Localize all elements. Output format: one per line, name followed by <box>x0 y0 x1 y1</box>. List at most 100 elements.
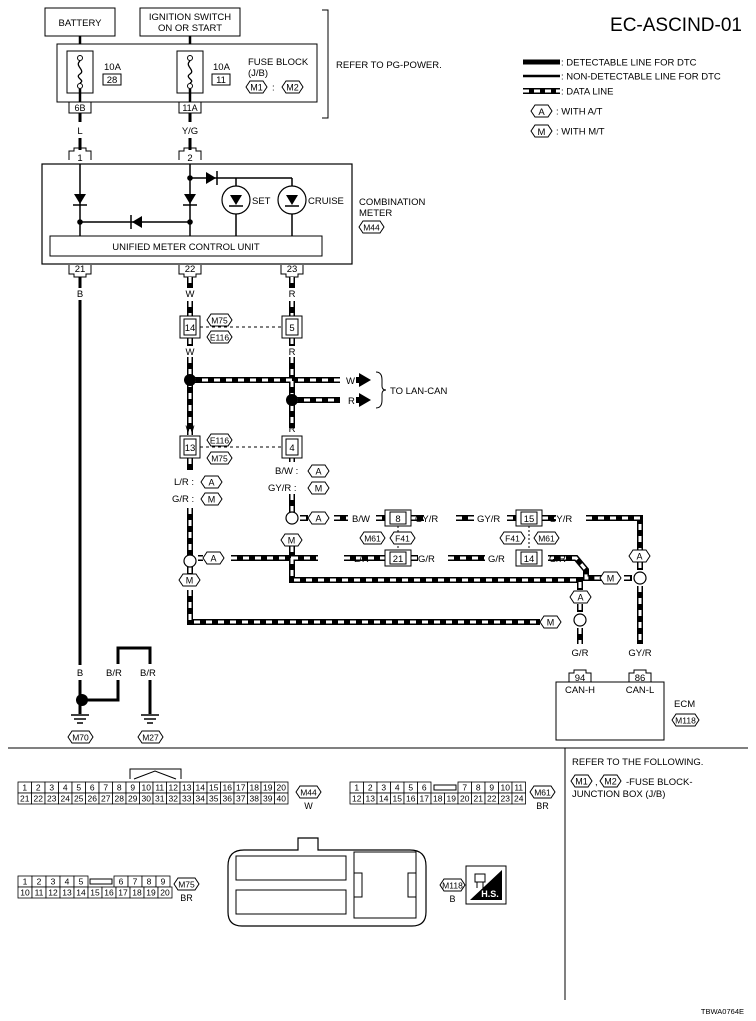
wire-gr-c21: G/R <box>418 554 435 565</box>
power-section: BATTERY IGNITION SWITCH ON OR START 10A … <box>44 7 442 150</box>
conn-label-e116-bottom: E116 <box>210 436 229 446</box>
m75-pin-label: 2 <box>37 877 42 887</box>
m44-pin-label: 31 <box>155 794 165 804</box>
can-bus: A B/W 8 GY/R GY/R 15 GY/R M61 F41 F41 M6… <box>178 509 700 741</box>
wire-gyr-mt: GY/R : <box>268 483 297 494</box>
m75-cavity <box>157 886 173 899</box>
m61-pin-label: 7 <box>462 783 467 793</box>
refer-line-1: REFER TO THE FOLLOWING. <box>572 757 703 768</box>
harness-connectors: 14 5 M75 E116 W R 13 4 E116 M75 W R W R … <box>172 313 448 506</box>
m118-tag <box>439 878 466 892</box>
tag-m-gr: M <box>208 495 216 505</box>
fuse-2-number: 11 <box>216 75 226 86</box>
wire-gyr-c8: GY/R <box>415 514 438 525</box>
diagram-code: EC-ASCIND-01 <box>610 15 742 36</box>
m61-pin-label: 5 <box>408 783 413 793</box>
m44-pin-label: 1 <box>22 783 27 793</box>
m61-pin-label: 22 <box>487 794 497 804</box>
m61-cavity <box>511 792 526 805</box>
conn-label-m75-bottom: M75 <box>211 454 228 464</box>
wire-w-below-14: W <box>186 347 195 358</box>
m61-pin-label: 6 <box>422 783 427 793</box>
m75-pin-label: 17 <box>118 888 128 898</box>
m44-pin-label: 14 <box>196 783 206 793</box>
fuse-1-number: 28 <box>107 75 118 86</box>
wire-harness <box>78 277 643 665</box>
legend-label-mt: : WITH M/T <box>556 127 605 138</box>
m75-pin-label: 13 <box>62 888 72 898</box>
wire-r-lan: R <box>348 396 355 407</box>
m61-pin-label: 13 <box>366 794 376 804</box>
m44-pin-label: 3 <box>49 783 54 793</box>
ecm-label: ECM <box>674 699 695 710</box>
m75-pin-label: 14 <box>76 888 86 898</box>
m44-pin-label: 35 <box>209 794 219 804</box>
m61-face-color: BR <box>536 801 549 811</box>
m44-pin-label: 30 <box>142 794 152 804</box>
legend-label-at: : WITH A/T <box>556 107 603 118</box>
m44-pin-label: 13 <box>182 783 192 793</box>
combination-meter-label-1: COMBINATION <box>359 197 425 208</box>
conn-8: 8 <box>395 514 400 525</box>
m44-pin-label: 27 <box>101 794 111 804</box>
fuse-block-conn-m2: M2 <box>286 83 299 93</box>
m44-pin-label: 34 <box>196 794 206 804</box>
ignition-label-2: ON OR START <box>158 23 222 34</box>
tag-a-left-row: A <box>210 554 216 564</box>
m44-pin-label: 2 <box>36 783 41 793</box>
pin-11a: 11A <box>182 103 197 113</box>
ignition-label-1: IGNITION SWITCH <box>149 12 231 23</box>
m44-pin-label: 33 <box>182 794 192 804</box>
m44-pin-label: 36 <box>223 794 233 804</box>
conn-label-e116-top: E116 <box>210 333 229 343</box>
m118-face-label: M118 <box>442 881 463 891</box>
m44-pin-label: 19 <box>263 783 273 793</box>
set-indicator-label: SET <box>252 196 271 207</box>
refer-comma: , <box>595 777 598 788</box>
m61-pin-label: 17 <box>420 794 430 804</box>
m44-pin-label: 4 <box>63 783 68 793</box>
conn-label-f41-left: F41 <box>395 534 410 544</box>
ground-wire-b: B <box>77 668 83 679</box>
m75-pin-label: 12 <box>48 888 58 898</box>
m44-face-label: M44 <box>300 788 317 798</box>
m118-face-color: B <box>449 894 455 904</box>
m61-pin-label: 2 <box>368 783 373 793</box>
wire-gyr-c15-left: GY/R <box>477 514 500 525</box>
conn-13-e116: 13 <box>185 443 196 454</box>
refer-line-2: -FUSE BLOCK- <box>626 777 693 788</box>
m44-pin-label: 18 <box>250 783 260 793</box>
fuse-block-jb: (J/B) <box>248 68 268 79</box>
m61-pin-label: 8 <box>476 783 481 793</box>
wire-r-above-4: R <box>289 424 296 435</box>
m44-pin-label: 5 <box>76 783 81 793</box>
m75-pin-label: 16 <box>104 888 114 898</box>
tag-a-bw: A <box>315 467 321 477</box>
conn-4-e116: 4 <box>289 443 294 454</box>
m61-pin-label: 21 <box>474 794 484 804</box>
m44-pin-label: 23 <box>47 794 57 804</box>
data-line-dash-4 <box>188 458 540 624</box>
m75-pin-label: 7 <box>133 877 138 887</box>
m61-face-label: M61 <box>534 788 551 798</box>
refer-m2: M2 <box>604 777 617 787</box>
m75-pin-label: 15 <box>90 888 100 898</box>
ecm-connector: M118 <box>675 716 696 726</box>
tag-m-left: M <box>186 576 194 586</box>
m44-pin-label: 9 <box>130 783 135 793</box>
combination-meter: 1 2 UNIFIED METER CONTROL UNIT SET CRUIS… <box>41 147 425 300</box>
m44-pin-label: 15 <box>209 783 219 793</box>
legend-tag-a: A <box>538 107 545 118</box>
m44-cavity <box>274 792 289 805</box>
m75-pin-label: 4 <box>65 877 70 887</box>
m75-key-slot <box>89 878 113 885</box>
fuse-block-label: FUSE BLOCK <box>248 57 309 68</box>
conn-14-can: 14 <box>524 554 535 565</box>
ignition-box <box>139 7 241 37</box>
wire-lr-at: L/R : <box>174 477 194 488</box>
m44-pin-label: 28 <box>115 794 125 804</box>
tag-m-gyr: M <box>315 484 323 494</box>
ground-wire-br-2: B/R <box>140 668 156 679</box>
pin-6b: 6B <box>74 103 85 113</box>
m75-pin-label: 5 <box>79 877 84 887</box>
